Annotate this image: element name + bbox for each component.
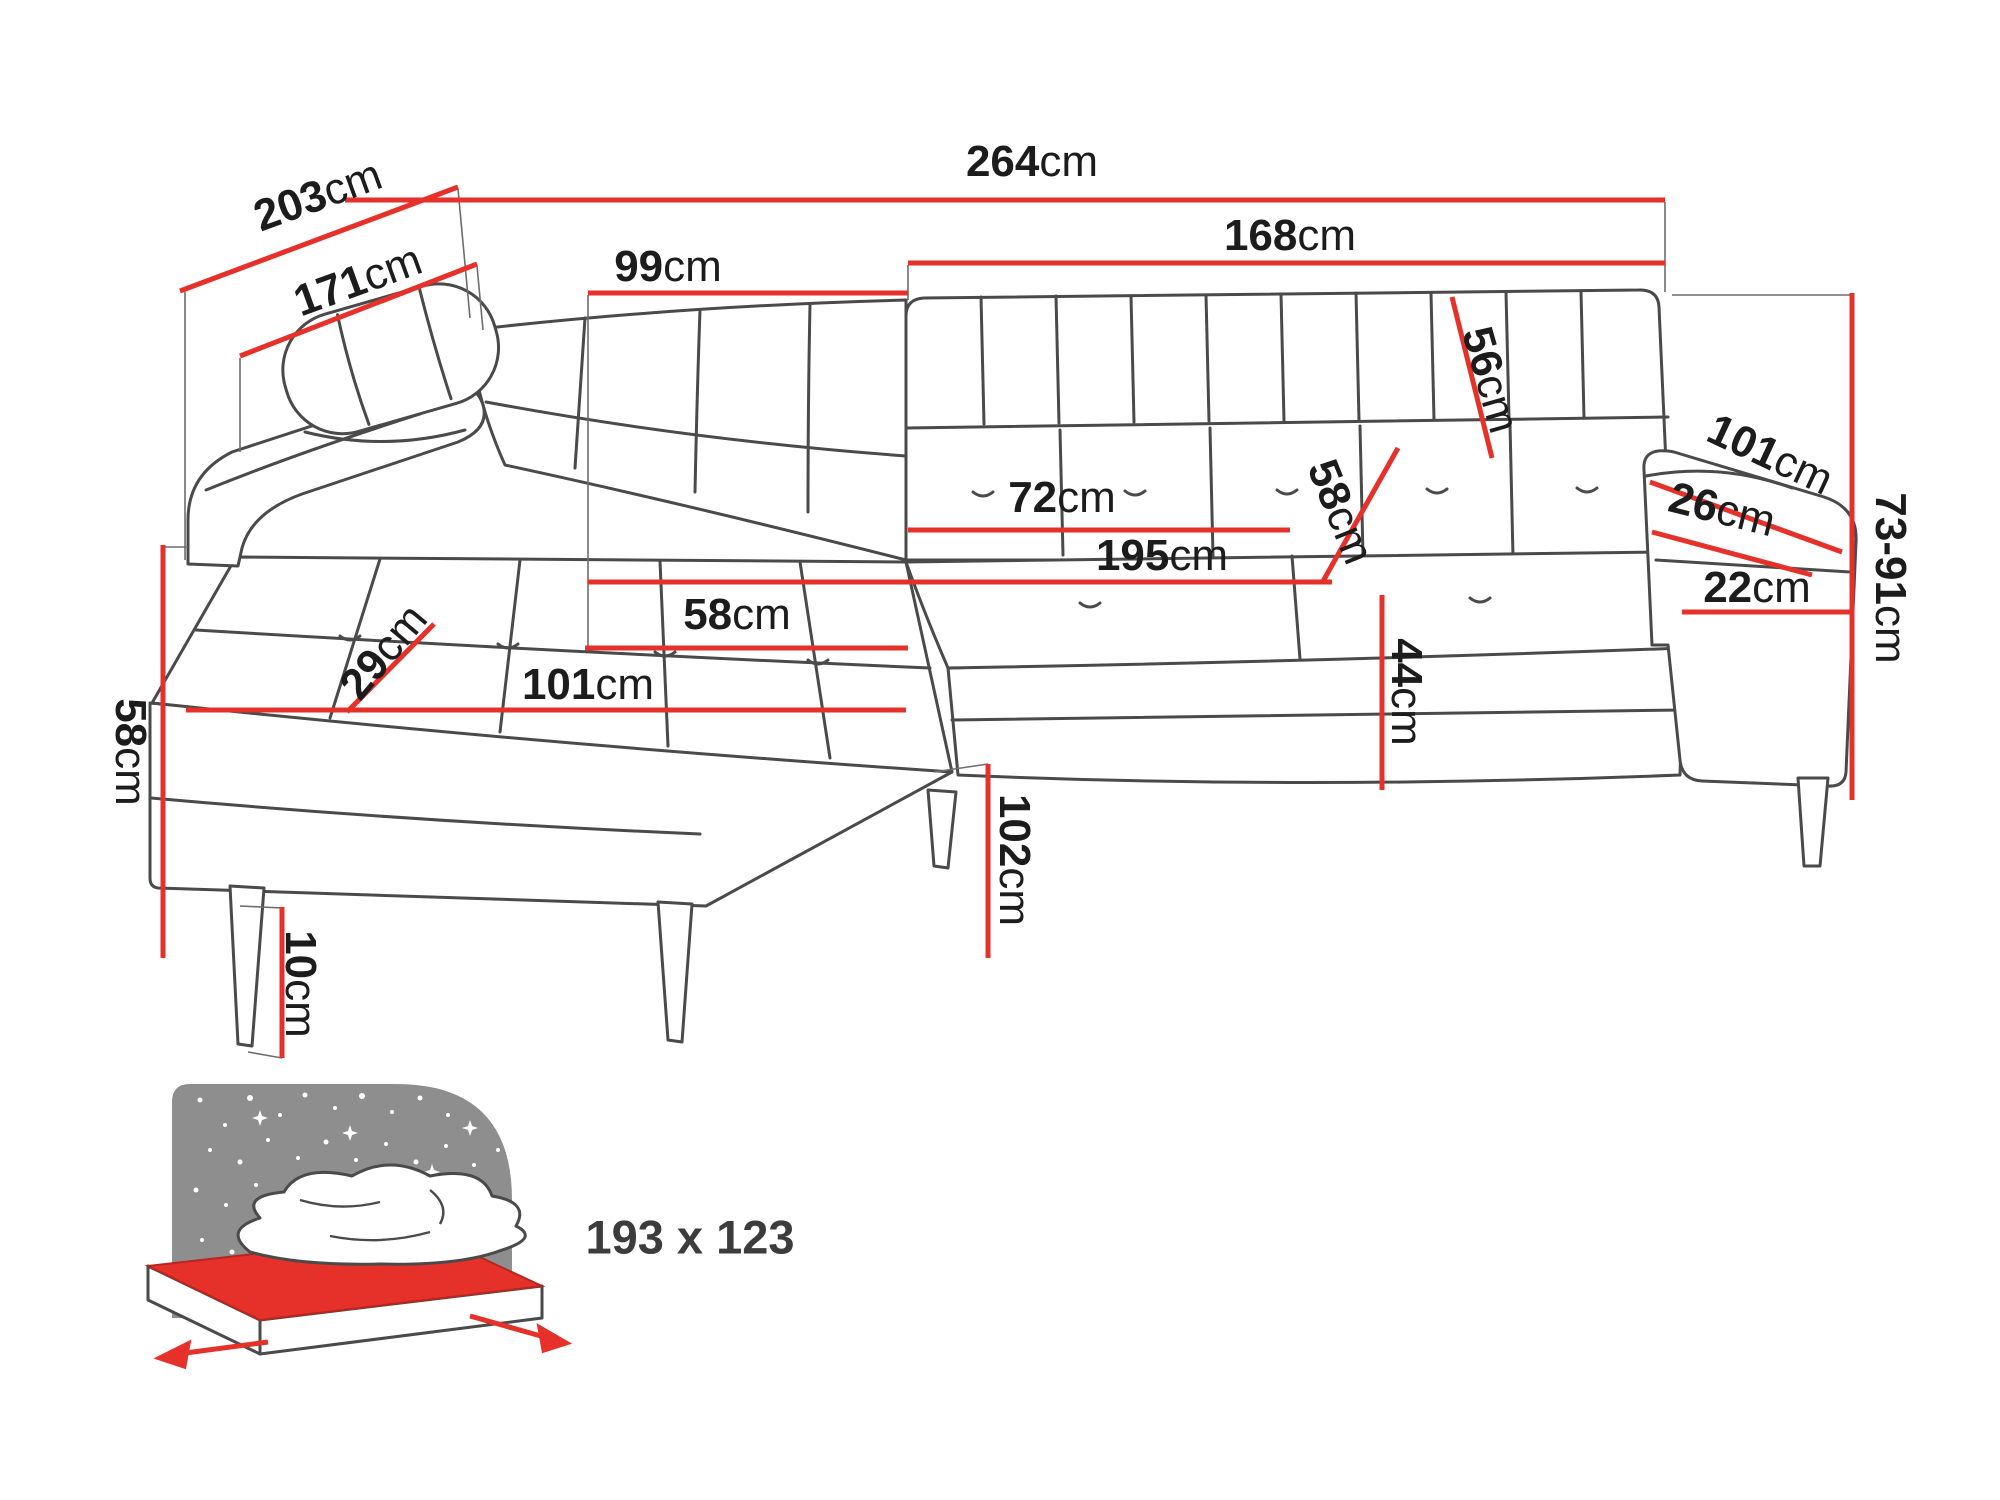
sofa-leg-front-mid	[656, 900, 694, 1044]
dim-label-total-width: 264cm	[965, 137, 1099, 186]
dimension-line-101-arm	[1649, 479, 1843, 555]
dimension-lines	[160, 184, 1855, 1058]
headrest-pillow	[281, 282, 501, 436]
dim-label-seat-width-195: 195cm	[1095, 531, 1229, 580]
dim-label-chaise-length-102: 102cm	[990, 793, 1039, 927]
dimension-line-26	[1651, 529, 1813, 578]
sofa-leg-right	[1796, 776, 1830, 868]
sleeping-area-label: 193 x 123	[585, 1210, 795, 1264]
bed-blanket	[236, 1163, 527, 1266]
dim-label-width-168: 168cm	[1223, 211, 1357, 260]
dimension-line-58-mid	[1319, 446, 1401, 585]
sofa-leg-center	[926, 788, 958, 870]
dim-label-side-height-58: 58cm	[106, 698, 155, 806]
chaise-seat	[150, 555, 954, 774]
sofa-outline-drawing	[148, 282, 1858, 1048]
corner-backrest	[468, 298, 908, 562]
sleeping-function-icon	[144, 1084, 573, 1370]
dim-label-leg-height-10: 10cm	[276, 930, 325, 1038]
dim-label-width-99: 99cm	[614, 242, 722, 291]
dim-label-chaise-seat-58: 58cm	[683, 590, 791, 639]
dimension-line-29	[345, 622, 436, 714]
extension-lines	[163, 188, 1850, 1059]
sofa-leg-front-left	[228, 884, 266, 1048]
unfold-arrows	[153, 1313, 573, 1370]
dimension-line-171	[239, 261, 478, 359]
dimension-line-56	[1449, 296, 1495, 459]
chaise-base	[148, 701, 954, 908]
dim-label-seat-72: 72cm	[1008, 473, 1116, 522]
dim-label-armtop-22: 22cm	[1703, 563, 1811, 612]
dim-label-chaise-width-101: 101cm	[521, 660, 655, 709]
dim-label-height-73-91: 73-91cm	[1866, 492, 1915, 664]
dim-label-seat-height-44: 44cm	[1382, 638, 1431, 746]
left-armrest	[186, 381, 486, 568]
dimension-line-203	[179, 184, 459, 294]
